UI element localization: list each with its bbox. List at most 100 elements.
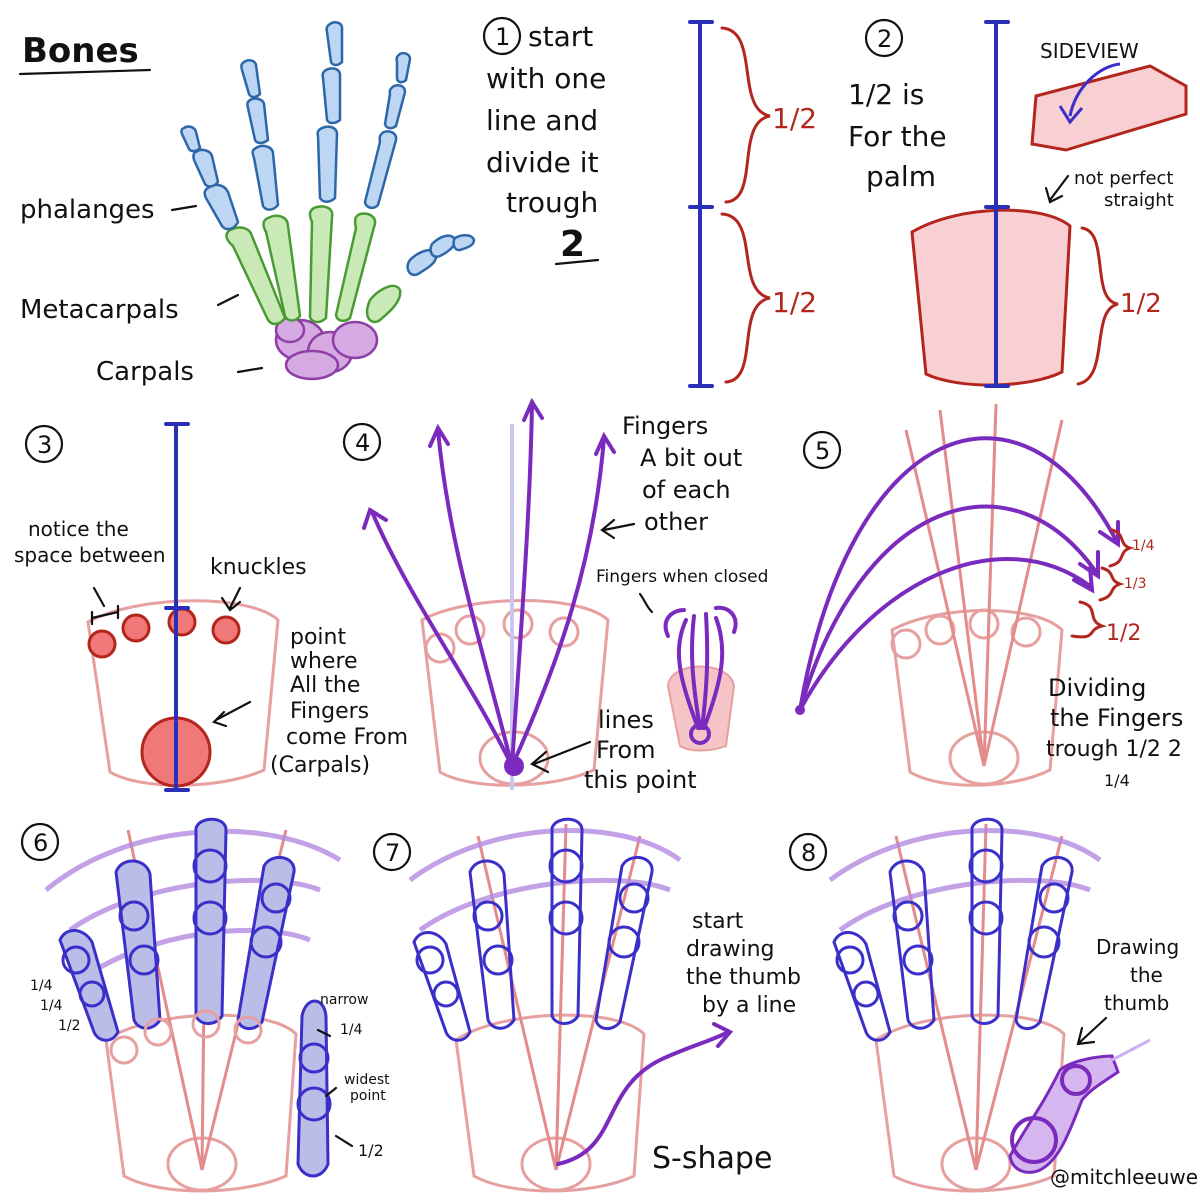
step-7-text-2: drawing <box>686 937 775 962</box>
label-metacarpals: Metacarpals <box>20 295 179 325</box>
step-4-palm-outline <box>420 599 610 787</box>
step-4-fingers-arrow <box>600 518 636 540</box>
step-3-knuckles-label: knuckles <box>210 555 307 580</box>
step-6-fingers <box>58 817 296 1042</box>
step-4-fingers-4: other <box>644 508 708 536</box>
step-3-guide-line <box>164 422 190 792</box>
phalanx-bones <box>180 21 476 277</box>
step-7-finger-guides <box>476 823 642 1171</box>
step-7-panel: 7 start drawing the thumb by a line S-sh… <box>372 817 801 1193</box>
step-3-point-4: Fingers <box>290 699 369 724</box>
step-4-closed-fingers <box>663 605 738 745</box>
step-4-closed-label: Fingers when closed <box>596 567 768 587</box>
step-5-circle <box>802 430 842 470</box>
step-3-notice-1: notice the <box>28 517 129 541</box>
step-3-notice-arrow <box>90 586 120 626</box>
step-1-line-5: trough <box>506 186 598 219</box>
step-8-thumb-guide <box>1111 1038 1151 1062</box>
step-4-closed-palm <box>666 665 736 752</box>
step-3-notice-2: space between <box>14 543 166 567</box>
label-carpals: Carpals <box>96 357 194 387</box>
step-3-point-3: All the <box>290 673 360 698</box>
step-1-panel: 1 start with one line and divide it trou… <box>482 16 817 388</box>
step-8-text-2: the <box>1130 963 1163 987</box>
step-2-note-arrow <box>1044 174 1070 204</box>
step-5-fraction-third: 1/3 <box>1124 576 1147 592</box>
step-4-closed-pointer <box>638 592 654 614</box>
step-3-panel: 3 notice the space between knuckles poin… <box>14 422 408 792</box>
step-7-text-3: the thumb <box>686 965 801 990</box>
step-2-sideview-label: SIDEVIEW <box>1040 39 1139 63</box>
pointer-phalanges <box>170 204 198 212</box>
step-4-lines-3: this point <box>584 766 697 794</box>
bones-underline <box>18 68 152 76</box>
metacarpal-bones <box>225 205 402 326</box>
bones-title: Bones <box>22 31 139 71</box>
pointer-metacarpals <box>216 293 240 307</box>
step-5-fraction-quarter: 1/4 <box>1132 538 1155 554</box>
knuckle-1 <box>87 629 117 659</box>
step-2-palm-shape <box>910 208 1072 387</box>
step-5-dividing-4: 1/4 <box>1104 771 1130 790</box>
step-6-widest-2: point <box>350 1088 386 1104</box>
step-5-finger-guides <box>904 403 1064 767</box>
step-2-fraction: 1/2 <box>1120 289 1162 319</box>
step-3-point-6: (Carpals) <box>270 753 370 778</box>
step-2-line-3: palm <box>866 160 936 193</box>
step-4-lines-2: From <box>596 736 655 764</box>
step-1-line-4: divide it <box>486 146 599 179</box>
step-3-point-5: come From <box>286 725 408 750</box>
knuckle-4 <box>211 615 241 645</box>
step-6-panel: 6 1/4 1/4 1/2 narrow 1/4 widest point 1/… <box>20 817 390 1193</box>
step-3-point-2: where <box>290 649 358 674</box>
step-2-number: 2 <box>877 25 892 53</box>
step-2-line-2: For the <box>848 120 947 153</box>
step-5-dividing-3: trough 1/2 2 <box>1046 737 1182 762</box>
step-5-braces <box>1070 528 1135 639</box>
step-5-fraction-half: 1/2 <box>1106 621 1141 646</box>
step-1-two-underline <box>554 258 600 266</box>
step-4-lines-1: lines <box>598 706 654 734</box>
step-6-number: 6 <box>33 829 48 857</box>
step-6-fraction-2: 1/4 <box>40 998 63 1014</box>
step-4-circle <box>342 422 382 462</box>
step-6-detail-arrows <box>316 1028 354 1148</box>
step-1-fraction-bottom: 1/2 <box>772 286 817 319</box>
step-6-widest-1: widest <box>344 1072 390 1088</box>
step-5-dividing-2: the Fingers <box>1050 704 1183 732</box>
step-2-panel: 2 1/2 is For the palm 1/2 SIDEVIEW not p… <box>848 18 1188 388</box>
step-2-sideview-arrow <box>1058 62 1121 125</box>
step-1-circle <box>482 16 522 56</box>
step-8-panel: 8 Drawing the thumb @mitchleeuwe <box>788 817 1198 1193</box>
step-5-number: 5 <box>815 437 830 465</box>
step-3-palm-outline <box>86 599 280 787</box>
step-4-panel: 4 Fingers A bit out of each other Finger… <box>342 397 768 794</box>
step-8-arrow <box>1076 1016 1108 1046</box>
step-8-text-1: Drawing <box>1096 935 1179 959</box>
step-1-brace-top <box>720 26 771 204</box>
step-1-two: 2 <box>560 224 585 265</box>
credit-handle: @mitchleeuwe <box>1050 1165 1198 1189</box>
step-4-fingers-1: Fingers <box>622 412 708 440</box>
step-2-note-2: straight <box>1104 190 1174 211</box>
step-4-origin-point <box>504 756 524 776</box>
carpal-bones <box>274 316 379 381</box>
step-7-number: 7 <box>385 839 400 867</box>
step-8-number: 8 <box>801 839 816 867</box>
step-7-circle <box>372 832 412 872</box>
step-2-brace <box>1076 226 1119 386</box>
step-8-fingers <box>832 817 1074 1042</box>
step-6-fraction-1: 1/4 <box>30 978 53 994</box>
step-7-thumb-line <box>556 1022 734 1166</box>
step-1-line-1: start <box>528 20 593 53</box>
step-3-point-1: point <box>290 625 346 650</box>
step-8-circle <box>788 832 828 872</box>
step-4-fingers-3: of each <box>642 476 731 504</box>
step-2-circle <box>864 18 904 58</box>
step-5-dividing-1: Dividing <box>1048 674 1146 702</box>
step-2-guide-line <box>984 20 1010 388</box>
step-6-half: 1/2 <box>358 1141 384 1160</box>
step-7-arcs <box>408 827 682 933</box>
step-1-line-2: with one <box>486 62 606 95</box>
